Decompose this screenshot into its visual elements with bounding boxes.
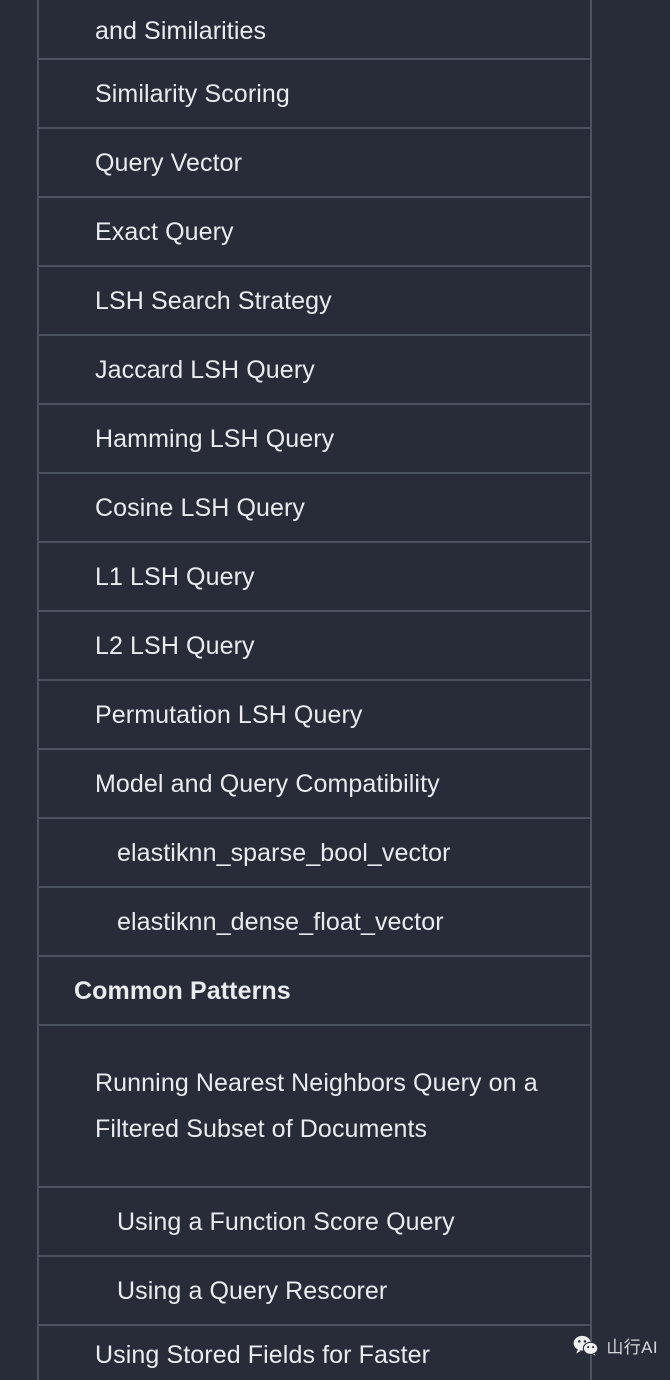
toc-item-label: Hamming LSH Query bbox=[95, 424, 335, 453]
toc-item[interactable]: LSH Search Strategy bbox=[39, 267, 590, 336]
watermark-text: 山行AI bbox=[606, 1338, 658, 1357]
toc-item[interactable]: Exact Query bbox=[39, 198, 590, 267]
toc-item[interactable]: elastiknn_sparse_bool_vector bbox=[39, 819, 590, 888]
toc-item-label: Running Nearest Neighbors Query on a Fil… bbox=[95, 1069, 538, 1143]
toc-item[interactable]: L2 LSH Query bbox=[39, 612, 590, 681]
toc-item-label: Jaccard LSH Query bbox=[95, 355, 315, 384]
toc-item-label: L1 LSH Query bbox=[95, 562, 255, 591]
toc-section-heading: Common Patterns bbox=[39, 957, 590, 1026]
toc-item-label: Query Vector bbox=[95, 148, 243, 177]
toc-item[interactable]: Using a Function Score Query bbox=[39, 1188, 590, 1257]
toc-item-label: Permutation LSH Query bbox=[95, 700, 363, 729]
toc-item-label: Similarity Scoring bbox=[95, 79, 290, 108]
toc-item[interactable]: Cosine LSH Query bbox=[39, 474, 590, 543]
toc-item[interactable]: Model and Query Compatibility bbox=[39, 750, 590, 819]
toc-item-label: Using a Query Rescorer bbox=[117, 1276, 388, 1305]
toc-item[interactable]: Query Vector bbox=[39, 129, 590, 198]
toc-item[interactable]: and Similarities bbox=[39, 0, 590, 60]
toc-item-label: Common Patterns bbox=[74, 976, 291, 1005]
toc-item-label: Model and Query Compatibility bbox=[95, 769, 440, 798]
toc-item-label: Exact Query bbox=[95, 217, 234, 246]
toc-item-label: elastiknn_dense_float_vector bbox=[117, 907, 444, 936]
toc-item-label: and Similarities bbox=[95, 17, 267, 45]
toc-item-label: elastiknn_sparse_bool_vector bbox=[117, 838, 451, 867]
toc-item[interactable]: Similarity Scoring bbox=[39, 60, 590, 129]
toc-item[interactable]: Using Stored Fields for Faster bbox=[39, 1326, 590, 1380]
toc-item[interactable]: Hamming LSH Query bbox=[39, 405, 590, 474]
toc-item[interactable]: Jaccard LSH Query bbox=[39, 336, 590, 405]
toc-item-label: L2 LSH Query bbox=[95, 631, 255, 660]
toc-item[interactable]: Permutation LSH Query bbox=[39, 681, 590, 750]
toc-item-label: Cosine LSH Query bbox=[95, 493, 306, 522]
toc-item[interactable]: elastiknn_dense_float_vector bbox=[39, 888, 590, 957]
toc-item-label: Using Stored Fields for Faster bbox=[95, 1341, 431, 1369]
toc-item[interactable]: Running Nearest Neighbors Query on a Fil… bbox=[39, 1026, 590, 1188]
toc-item[interactable]: L1 LSH Query bbox=[39, 543, 590, 612]
toc-item[interactable]: Using a Query Rescorer bbox=[39, 1257, 590, 1326]
toc-item-label: LSH Search Strategy bbox=[95, 286, 332, 315]
toc-item-label: Using a Function Score Query bbox=[117, 1207, 455, 1236]
